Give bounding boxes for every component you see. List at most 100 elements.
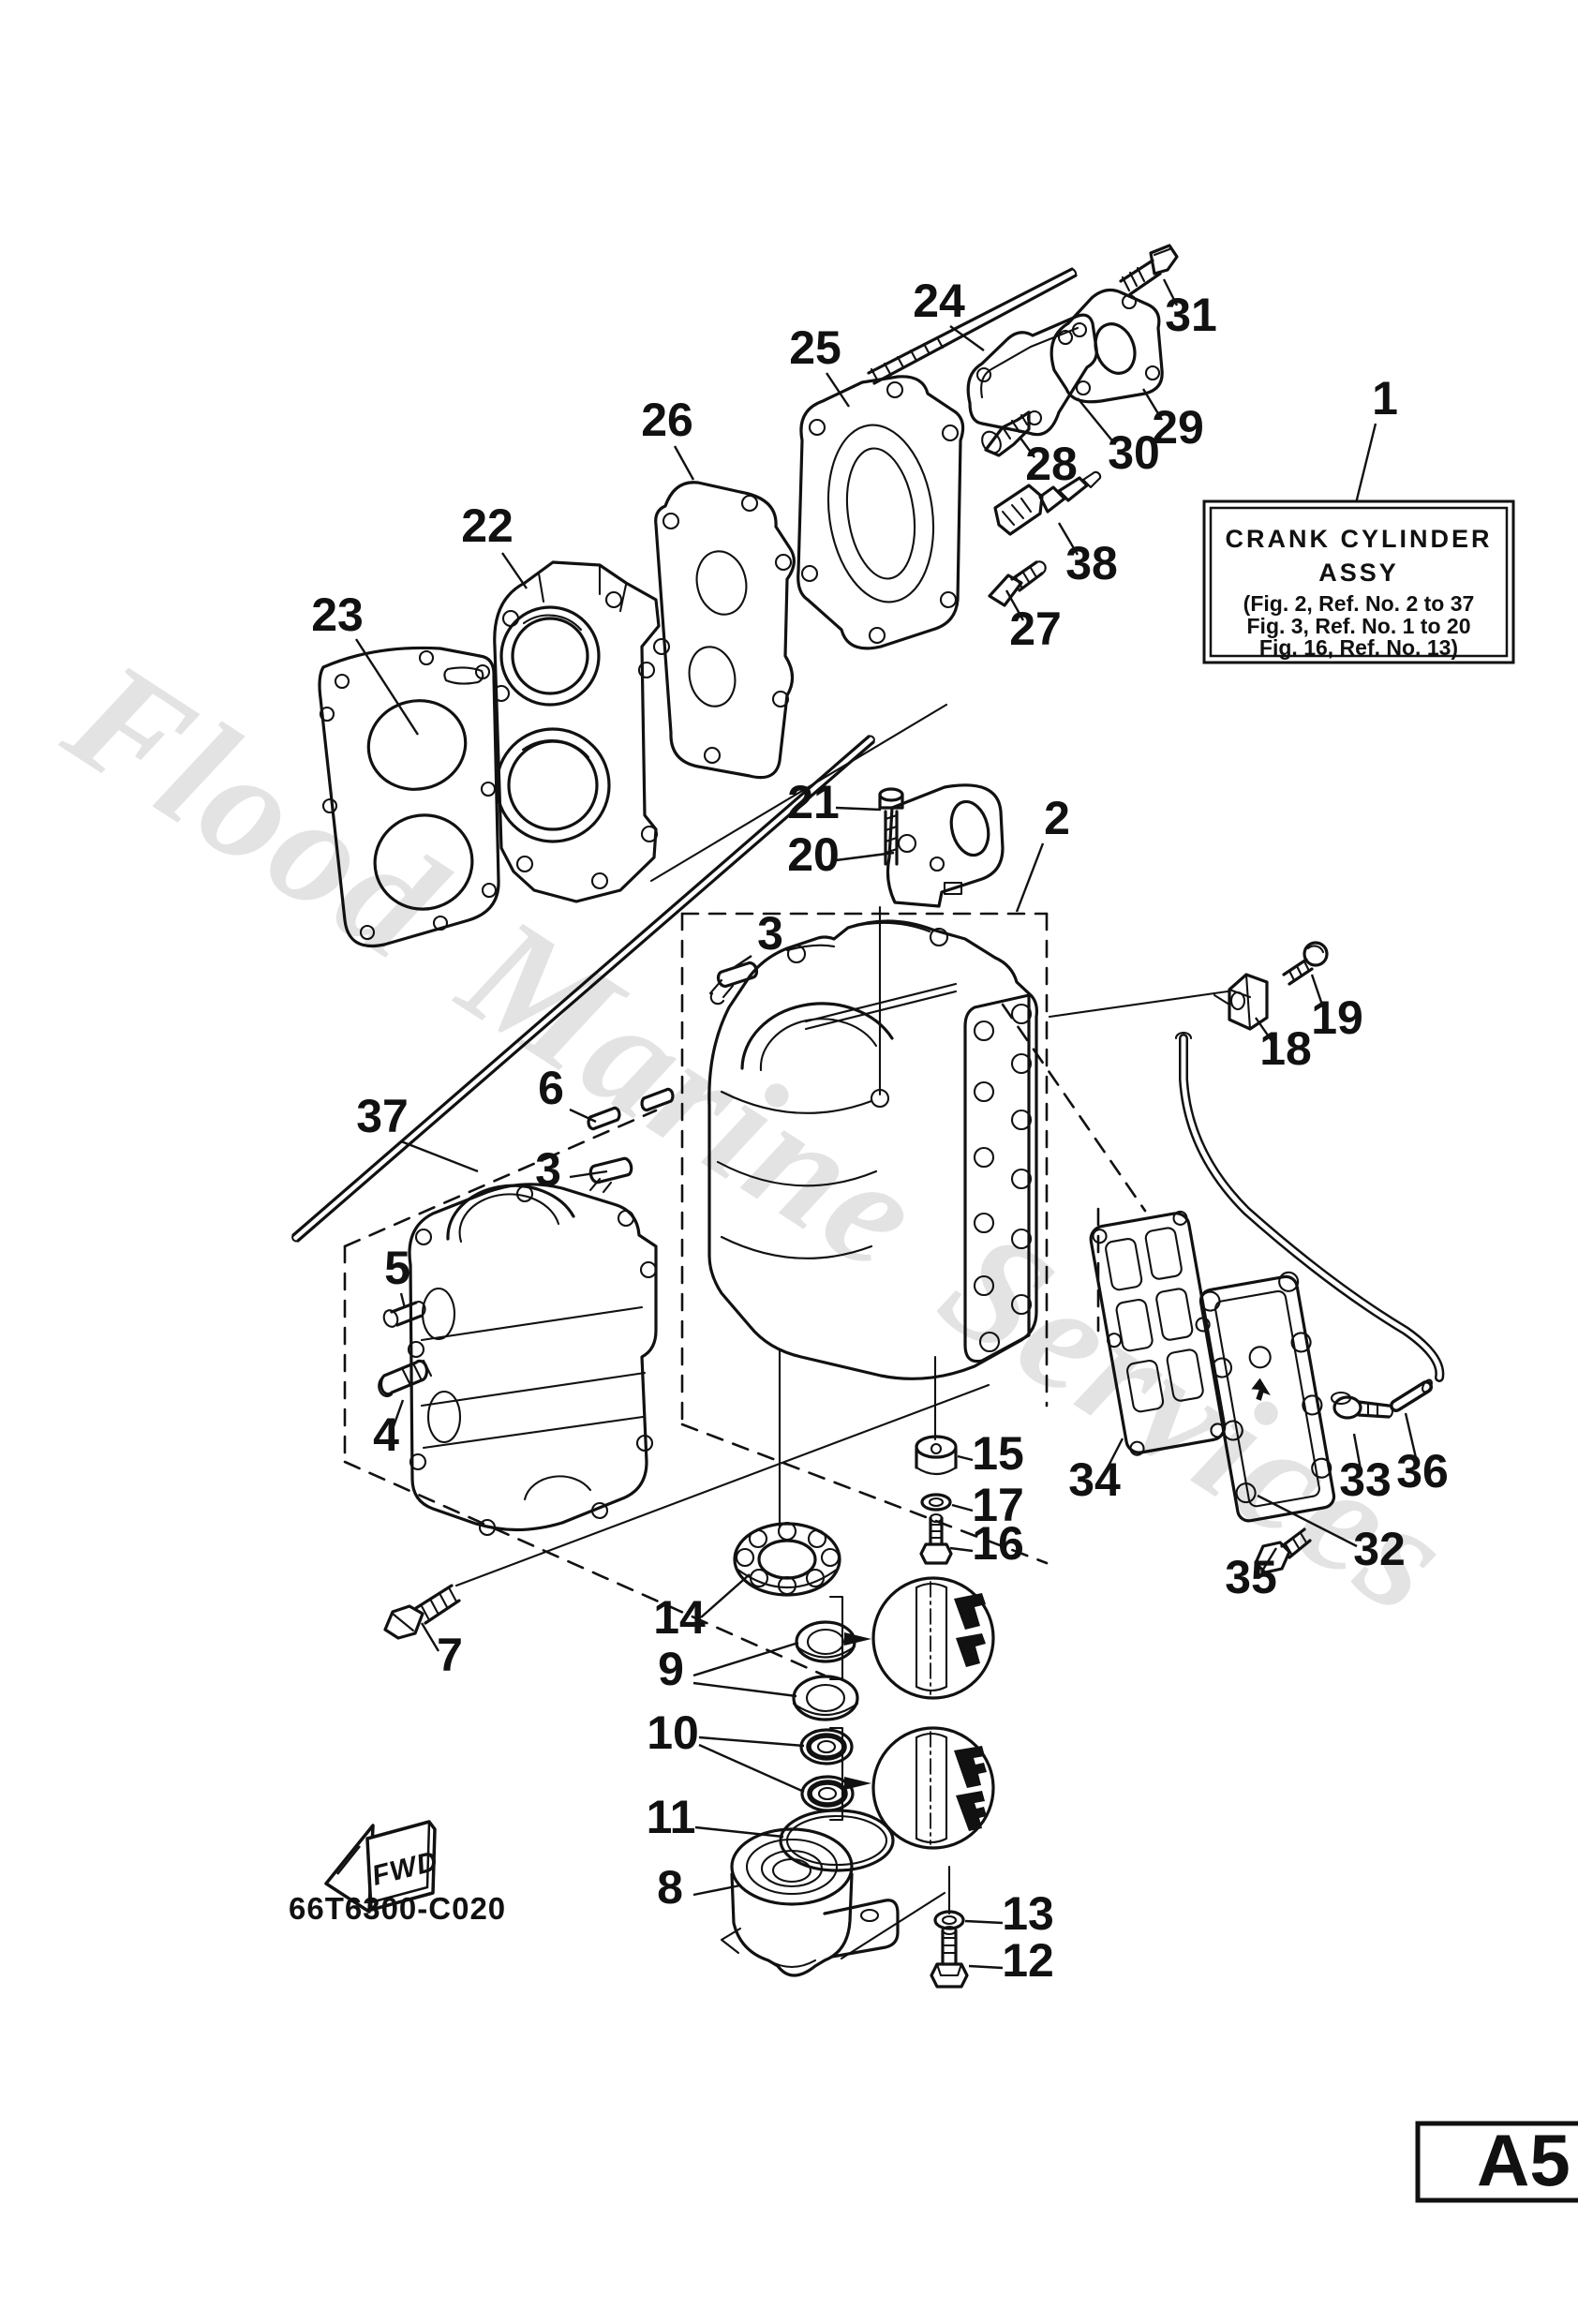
callout-leader-15	[957, 1454, 974, 1462]
callout-leader-32	[1257, 1494, 1358, 1548]
part-bolt-16	[919, 1512, 953, 1565]
info-box: CRANK CYLINDER ASSY (Fig. 2, Ref. No. 2 …	[1202, 499, 1515, 664]
part-bolt-31	[1119, 244, 1179, 296]
part-seal-housing-8	[720, 1827, 900, 1977]
callout-11: 11	[647, 1791, 696, 1843]
callout-34: 34	[1068, 1453, 1121, 1506]
callout-leader-37	[400, 1140, 479, 1173]
callout-30: 30	[1108, 426, 1160, 479]
callout-6: 6	[538, 1062, 564, 1114]
part-dowel-pins-6	[587, 1087, 675, 1131]
info-box-ref-1: (Fig. 2, Ref. No. 2 to 37	[1243, 591, 1475, 616]
callout-leader-4	[392, 1399, 405, 1427]
part-hose-36	[1174, 1032, 1445, 1412]
callout-leader-18	[1255, 1017, 1273, 1043]
drawing-code: 66T6300-C020	[289, 1891, 506, 1926]
callout-36: 36	[1396, 1445, 1449, 1497]
callout-23: 23	[311, 588, 364, 641]
part-head-cover-25	[796, 375, 965, 650]
callout-25: 25	[789, 321, 841, 374]
callout-leader-20	[835, 851, 895, 862]
info-box-ref-2: Fig. 3, Ref. No. 1 to 20	[1247, 614, 1471, 638]
part-screw-19	[1282, 941, 1329, 986]
info-box-title-line1: CRANK CYLINDER	[1226, 525, 1493, 553]
callout-leader-12	[968, 1964, 1004, 1970]
callout-8: 8	[657, 1861, 683, 1914]
callout-19: 19	[1311, 991, 1363, 1044]
callout-28: 28	[1025, 438, 1078, 490]
callout-27: 27	[1009, 603, 1062, 655]
callout-leader-6	[569, 1108, 597, 1124]
part-head-gasket-23	[318, 646, 500, 948]
callout-38: 38	[1065, 537, 1118, 589]
callout-leader-31	[1162, 278, 1179, 306]
callout-35: 35	[1225, 1551, 1277, 1603]
callout-3: 3	[757, 907, 783, 960]
part-oil-seals-10	[799, 1728, 855, 1812]
fwd-arrow-icon: FWD	[324, 1820, 441, 1914]
part-washer-13	[933, 1910, 965, 1930]
callout-leader-17	[951, 1503, 974, 1512]
callout-2: 2	[1044, 792, 1070, 844]
part-sensor-38	[993, 470, 1102, 536]
callout-leader-9	[692, 1641, 799, 1677]
part-bracket-20	[886, 783, 1005, 908]
part-bolt-5	[382, 1301, 426, 1328]
watermark: Flood Marine Services	[38, 627, 1481, 1648]
callout-leader-7	[420, 1622, 440, 1652]
part-cylinder-body-left	[407, 1183, 658, 1537]
callout-leader-29	[1141, 388, 1164, 421]
callout-leader-34	[1104, 1438, 1124, 1472]
callout-leader-16	[949, 1546, 974, 1553]
diagram-line-art	[291, 244, 1445, 1989]
callout-26: 26	[641, 394, 693, 446]
callout-leader-11	[694, 1825, 784, 1839]
callout-31: 31	[1165, 289, 1217, 341]
part-fitting-3a	[708, 961, 759, 1006]
part-cover-30	[966, 313, 1098, 437]
callout-leader-35	[1259, 1547, 1278, 1573]
callout-32: 32	[1353, 1523, 1406, 1575]
callout-leader-3	[734, 955, 752, 968]
callout-4: 4	[373, 1408, 399, 1461]
callout-leader-26	[673, 445, 695, 481]
callout-leader-24	[949, 325, 985, 351]
info-box-title-line2: ASSY	[1318, 559, 1399, 587]
callout-16: 16	[972, 1517, 1024, 1570]
part-bolt-27	[988, 560, 1047, 607]
callout-17: 17	[972, 1479, 1024, 1531]
callout-leader-30	[1077, 397, 1116, 445]
part-bolt-35	[1254, 1527, 1312, 1574]
callout-7: 7	[437, 1629, 463, 1681]
callout-leader-21	[835, 806, 882, 812]
callout-12: 12	[1002, 1934, 1054, 1987]
part-bearing-14	[733, 1521, 841, 1597]
part-clamp-18	[1213, 973, 1269, 1031]
callout-15: 15	[972, 1427, 1024, 1480]
part-mount-15	[915, 1435, 958, 1476]
callout-leader-10-b	[698, 1743, 805, 1794]
assy-dashed-boundary	[343, 912, 1147, 1677]
callout-leader-25	[826, 372, 850, 408]
part-cylinder-head-22	[492, 560, 661, 903]
page-tab-label: A5	[1477, 2119, 1571, 2201]
callout-leader-36	[1404, 1412, 1419, 1463]
callout-1: 1	[1372, 372, 1398, 425]
callout-21: 21	[787, 776, 840, 828]
part-cover-plate-32	[1198, 1271, 1336, 1523]
part-reed-gasket-34	[1089, 1210, 1227, 1456]
part-fitting-33	[1330, 1391, 1394, 1420]
info-box-ref-3: Fig. 16, Ref. No. 13)	[1259, 635, 1458, 660]
callout-leader-5	[399, 1292, 407, 1309]
callout-leader-9-b	[692, 1681, 797, 1698]
callout-14: 14	[653, 1591, 706, 1644]
callout-leader-14	[700, 1573, 751, 1618]
callout-layer: 1233456789101112131415161718192021222324…	[311, 275, 1449, 1987]
callout-leader-13	[964, 1919, 1004, 1925]
part-cover-gasket-26	[652, 481, 796, 780]
part-plug-28	[981, 410, 1031, 457]
callout-leader-2	[1015, 842, 1045, 913]
axis-lines	[454, 703, 1229, 1960]
callout-leader-8	[692, 1884, 741, 1897]
